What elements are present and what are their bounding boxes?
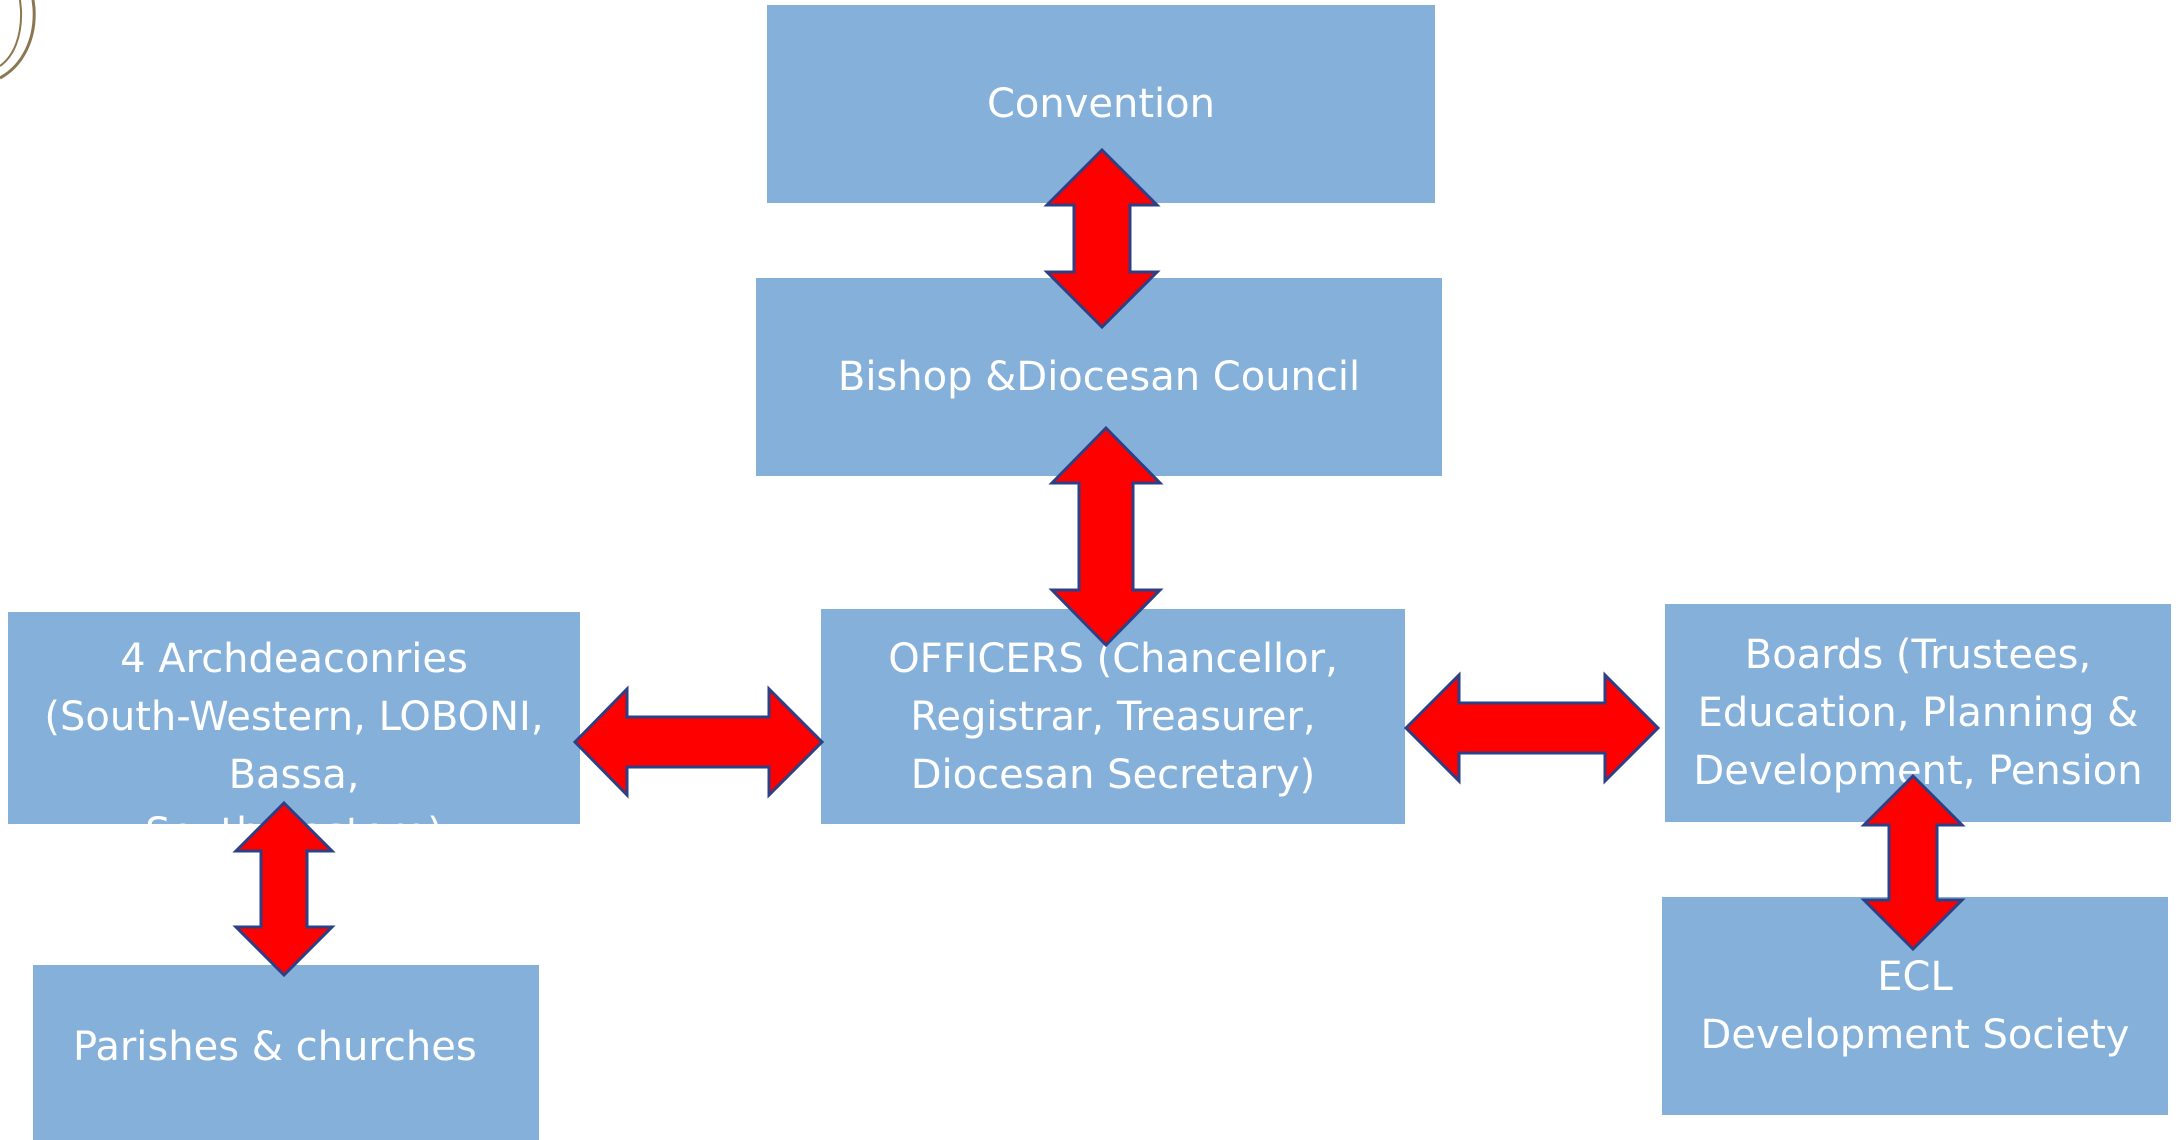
node-boards-label: Boards (Trustees, Education, Planning & … [1693,632,2143,794]
node-parishes-churches: Parishes & churches [33,965,539,1140]
seal-icon [0,0,36,80]
node-archdeaconries-label: 4 Archdeaconries (South-Western, LOBONI,… [44,636,544,824]
node-bishop-label: Bishop &Diocesan Council [837,354,1361,400]
node-ecl-label: ECL Development Society [1700,954,2130,1058]
arrow-boards-ecl [1860,773,1966,952]
arrow-archdeaconries-parishes [232,800,336,978]
node-officers: OFFICERS (Chancellor, Registrar, Treasur… [821,609,1405,824]
arrow-officers-boards [1403,671,1661,785]
node-archdeaconries: 4 Archdeaconries (South-Western, LOBONI,… [8,612,580,824]
arrow-archdeaconries-officers [572,685,825,799]
node-convention-label: Convention [986,81,1215,127]
node-officers-label: OFFICERS (Chancellor, Registrar, Treasur… [888,635,1338,798]
node-parishes-label: Parishes & churches [73,1023,477,1070]
arrow-bishop-officers [1048,425,1164,648]
arrow-convention-bishop [1043,147,1161,330]
